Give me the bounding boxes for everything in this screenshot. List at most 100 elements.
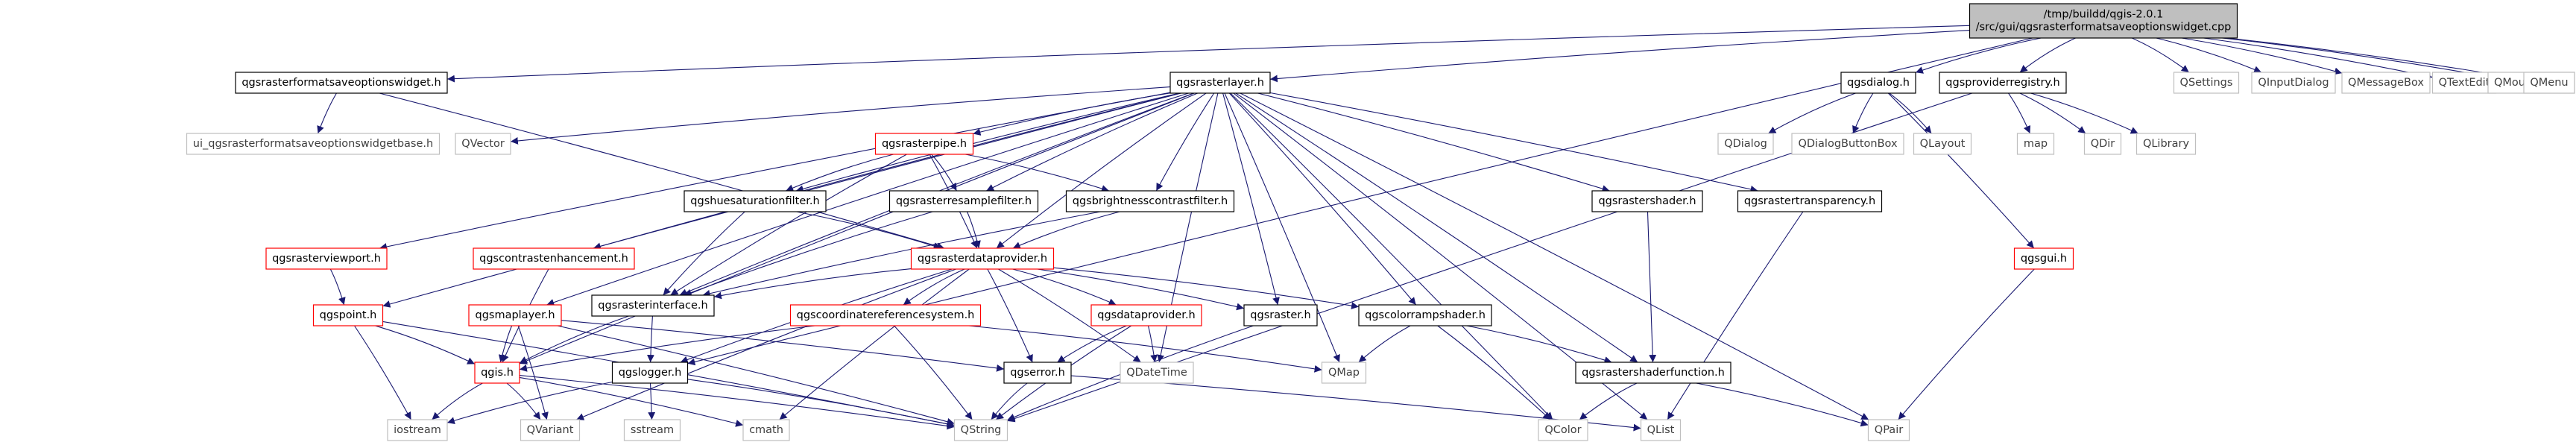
node-label: QSettings	[2180, 77, 2233, 89]
node-label: qgsbrightnesscontrastfilter.h	[1073, 195, 1228, 207]
node-raster[interactable]: qgsraster.h	[1243, 304, 1318, 326]
edge-root-to-rfsow-h	[446, 25, 1970, 83]
node-box	[1791, 133, 1904, 155]
node-colorramp[interactable]: qgscolorrampshader.h	[1358, 304, 1492, 326]
edge-rasterlayer-to-qvector	[510, 86, 1171, 145]
node-box	[265, 247, 388, 270]
edge-resample-to-dataprovider-r	[966, 211, 981, 249]
node-box	[387, 419, 448, 441]
node-label: /tmp/buildd/qgis-2.0.1	[2044, 9, 2164, 21]
edge-logger-to-iostream	[446, 381, 613, 424]
node-box	[1913, 133, 1972, 155]
node-dataprovider[interactable]: qgsdataprovider.h	[1090, 304, 1202, 326]
node-box	[2016, 133, 2055, 155]
node-resample[interactable]: qgsrasterresamplefilter.h	[888, 190, 1039, 212]
node-label: qgsdataprovider.h	[1097, 309, 1196, 321]
node-rasterpipe[interactable]: qgsrasterpipe.h	[874, 133, 974, 155]
edge-rfsow-h-to-ui-base	[317, 92, 337, 134]
node-label: qgsrastershaderfunction.h	[1582, 367, 1725, 379]
edge-transparency-to-qlist	[1667, 211, 1804, 420]
edge-rasterpipe-to-resample	[931, 154, 957, 192]
node-rfsow-h[interactable]: qgsrasterformatsaveoptionswidget.h	[235, 72, 448, 94]
edge-brightness-to-dataprovider-r	[1012, 211, 1120, 249]
edge-crs-to-qgis	[519, 325, 815, 372]
edge-dataprovider-r-to-error	[987, 268, 1033, 363]
node-label: ui_qgsrasterformatsaveoptionswidgetbase.…	[193, 138, 433, 150]
node-root[interactable]: /tmp/buildd/qgis-2.0.1/src/gui/qgsraster…	[1969, 3, 2238, 39]
node-error[interactable]: qgserror.h	[1003, 362, 1072, 384]
node-rasterlayer[interactable]: qgsrasterlayer.h	[1169, 72, 1271, 94]
node-huesat[interactable]: qgshuesaturationfilter.h	[684, 190, 827, 212]
node-label: QPair	[1875, 424, 1903, 436]
node-ui-base: ui_qgsrasterformatsaveoptionswidgetbase.…	[186, 133, 441, 155]
node-label: map	[2024, 138, 2048, 150]
node-crs[interactable]: qgscoordinatereferencesystem.h	[789, 304, 982, 326]
edge-dataprovider-r-to-crs	[903, 268, 965, 306]
edge-rasterpipe-to-brightness	[965, 154, 1110, 192]
node-qgsgui[interactable]: qgsgui.h	[2013, 247, 2074, 270]
node-dataprovider-r[interactable]: qgsrasterdataprovider.h	[910, 247, 1055, 270]
node-rastershader[interactable]: qgsrastershader.h	[1591, 190, 1703, 212]
node-box	[2523, 72, 2575, 94]
node-label: qgscontrastenhancement.h	[479, 253, 628, 265]
edge-huesat-to-dataprovider-r	[796, 211, 941, 250]
node-qlist: QList	[1640, 419, 1682, 441]
node-qgis[interactable]: qgis.h	[474, 362, 520, 384]
node-contrast[interactable]: qgscontrastenhancement.h	[473, 247, 635, 270]
node-label: QTextEdit	[2439, 77, 2490, 89]
edge-rasterlayer-to-qpair	[1240, 92, 1869, 420]
node-label: QList	[1647, 424, 1675, 436]
node-box	[235, 72, 448, 94]
node-label: QDir	[2091, 138, 2115, 150]
node-label: qgsraster.h	[1250, 309, 1310, 321]
node-qstring: QString	[953, 419, 1008, 441]
node-qtextedit: QTextEdit	[2431, 72, 2497, 94]
edge-colorramp-to-shaderfunc	[1466, 325, 1612, 364]
edge-dataprovider-to-qdatetime	[1147, 325, 1158, 363]
node-qmenu: QMenu	[2523, 72, 2575, 94]
edge-huesat-to-interface	[663, 211, 745, 296]
edge-rasterlayer-to-qcolor	[1230, 92, 1553, 420]
edge-dataprovider-r-to-qvariant	[576, 268, 956, 420]
node-shaderfunc[interactable]: qgsrastershaderfunction.h	[1575, 362, 1731, 384]
node-maplayer[interactable]: qgsmaplayer.h	[468, 304, 562, 326]
edge-rasterlayer-to-resample	[986, 92, 1198, 192]
node-viewport[interactable]: qgsrasterviewport.h	[265, 247, 388, 270]
node-qmap: QMap	[1321, 362, 1367, 384]
edge-rasterlayer-to-contrast	[593, 92, 1181, 250]
node-brightness[interactable]: qgsbrightnesscontrastfilter.h	[1065, 190, 1235, 212]
node-box	[2341, 72, 2431, 94]
node-box	[1243, 304, 1318, 326]
node-label: qgis.h	[481, 367, 514, 379]
edge-root-to-qtextedit	[2203, 37, 2433, 80]
edge-maplayer-to-qvariant	[517, 325, 549, 420]
node-label: qgspoint.h	[320, 309, 377, 321]
edge-provreg-to-map	[2008, 92, 2031, 134]
node-qmessagebox: QMessageBox	[2341, 72, 2431, 94]
node-interface[interactable]: qgsrasterinterface.h	[591, 294, 715, 317]
node-label: qgscolorrampshader.h	[1365, 309, 1486, 321]
edge-dialog-to-qdialogbuttonbox	[1852, 92, 1874, 134]
edge-root-to-rasterlayer	[1269, 30, 1970, 83]
node-box	[473, 247, 635, 270]
node-logger[interactable]: qgslogger.h	[611, 362, 689, 384]
node-box	[684, 190, 827, 212]
node-transparency[interactable]: qgsrastertransparency.h	[1737, 190, 1883, 212]
node-point[interactable]: qgspoint.h	[312, 304, 384, 326]
edge-rasterlayer-to-transparency	[1269, 92, 1758, 193]
edge-dialog-to-qgsgui	[1887, 92, 2035, 249]
node-label: QVector	[461, 138, 505, 150]
node-label: qgsrastertransparency.h	[1744, 195, 1875, 207]
node-box	[474, 362, 520, 384]
edge-rasterlayer-to-brightness	[1155, 92, 1215, 192]
node-dialog[interactable]: qgsdialog.h	[1840, 72, 1916, 94]
edge-dataprovider-r-to-colorramp	[1053, 267, 1360, 309]
node-label: QLibrary	[2143, 138, 2190, 150]
node-label: QInputDialog	[2258, 77, 2329, 89]
node-label: qgsrasterinterface.h	[598, 300, 707, 312]
node-box	[468, 304, 562, 326]
node-box	[1065, 190, 1235, 212]
edge-qgis-to-qvariant	[506, 382, 541, 420]
node-provreg[interactable]: qgsproviderregistry.h	[1939, 72, 2067, 94]
node-label: QMenu	[2530, 77, 2568, 89]
